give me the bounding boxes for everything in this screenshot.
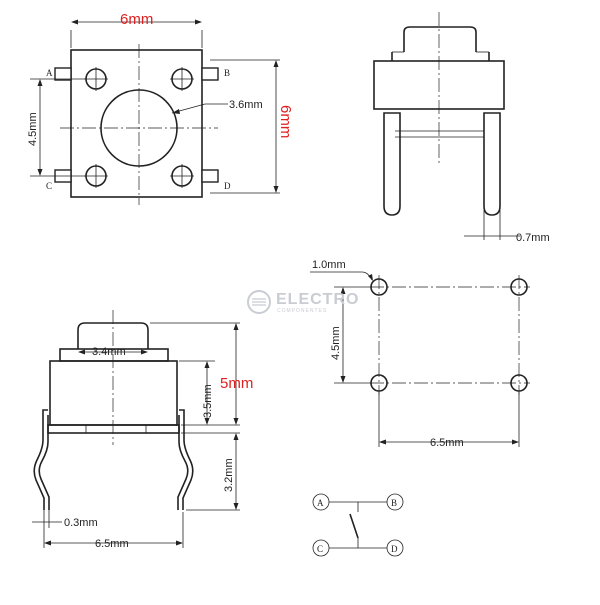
schematic-switch-contact xyxy=(349,513,359,539)
front-view: 3.4mm 5mm 3.5mm 3.2mm 0.3mm 6.5mm xyxy=(32,310,253,550)
pin-label-b: B xyxy=(224,68,230,78)
schematic-label-b: B xyxy=(391,498,397,508)
watermark: ELECTRO COMPONENTES xyxy=(247,290,359,314)
watermark-logo-icon xyxy=(247,290,271,314)
dim-lead-length-label: 3.2mm xyxy=(223,458,235,492)
side-lead-right xyxy=(483,112,501,216)
dim-pitch-label: 4.5mm xyxy=(27,112,39,146)
dim-hole-label: 1.0mm xyxy=(312,259,346,271)
dim-height-label: 6mm xyxy=(277,105,294,138)
pin-label-d: D xyxy=(224,181,231,191)
schematic-label-d: D xyxy=(391,544,398,554)
pin-label-a: A xyxy=(46,68,53,78)
dim-lead-span-label: 6.5mm xyxy=(95,538,129,550)
dim-width-label: 6mm xyxy=(120,11,153,28)
schematic: A B C D xyxy=(312,493,404,557)
front-base xyxy=(47,424,180,434)
front-lead-left xyxy=(33,409,48,510)
schematic-label-c: C xyxy=(317,544,323,554)
front-body xyxy=(49,360,178,426)
pin-b-tab xyxy=(201,67,219,81)
pcb-layout: 1.0mm 4.5mm 6.5mm xyxy=(310,259,530,449)
side-view: 0.7mm xyxy=(373,12,550,244)
dim-button-label: 3.6mm xyxy=(229,99,263,111)
pcb-hole-4 xyxy=(510,374,528,392)
pin-a-tab xyxy=(54,67,72,81)
dim-pcb-pitch-x-label: 6.5mm xyxy=(430,437,464,449)
dim-pcb-pitch-y-label: 4.5mm xyxy=(330,326,342,360)
front-lead-right xyxy=(179,409,194,510)
side-lead-left xyxy=(383,112,401,216)
dim-button-width-label: 3.4mm xyxy=(92,346,126,358)
pin-label-c: C xyxy=(46,181,52,191)
pin-d-tab xyxy=(201,169,219,183)
pcb-hole-2 xyxy=(510,278,528,296)
dim-total-height-label: 5mm xyxy=(220,375,253,392)
dim-lead-thickness-label: 0.3mm xyxy=(64,517,98,529)
dim-body-height-label: 3.5mm xyxy=(202,384,214,418)
watermark-sub: COMPONENTES xyxy=(277,308,327,314)
schematic-label-a: A xyxy=(317,498,324,508)
watermark-name: ELECTRO xyxy=(276,291,359,308)
top-view: A B C D 6mm 6mm 4.5mm 3.6mm xyxy=(27,11,294,205)
side-plunger xyxy=(403,26,477,52)
dim-lead-width-label: 0.7mm xyxy=(516,232,550,244)
top-body-outline xyxy=(70,49,203,198)
